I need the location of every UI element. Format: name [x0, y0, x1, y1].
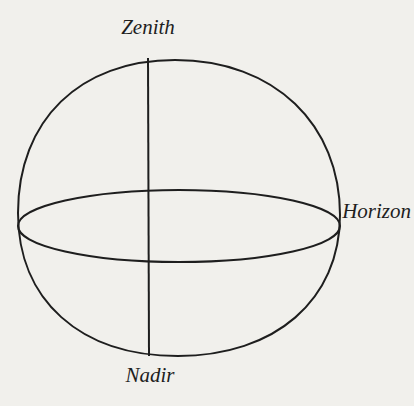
axis-label: Zenith — [121, 16, 175, 39]
horizon-ellipse — [18, 190, 340, 262]
zenith-nadir-axis — [148, 58, 149, 356]
axis-label: Nadir — [125, 364, 174, 387]
sphere-outline — [18, 60, 340, 356]
axis-label: Horizon — [342, 200, 411, 223]
